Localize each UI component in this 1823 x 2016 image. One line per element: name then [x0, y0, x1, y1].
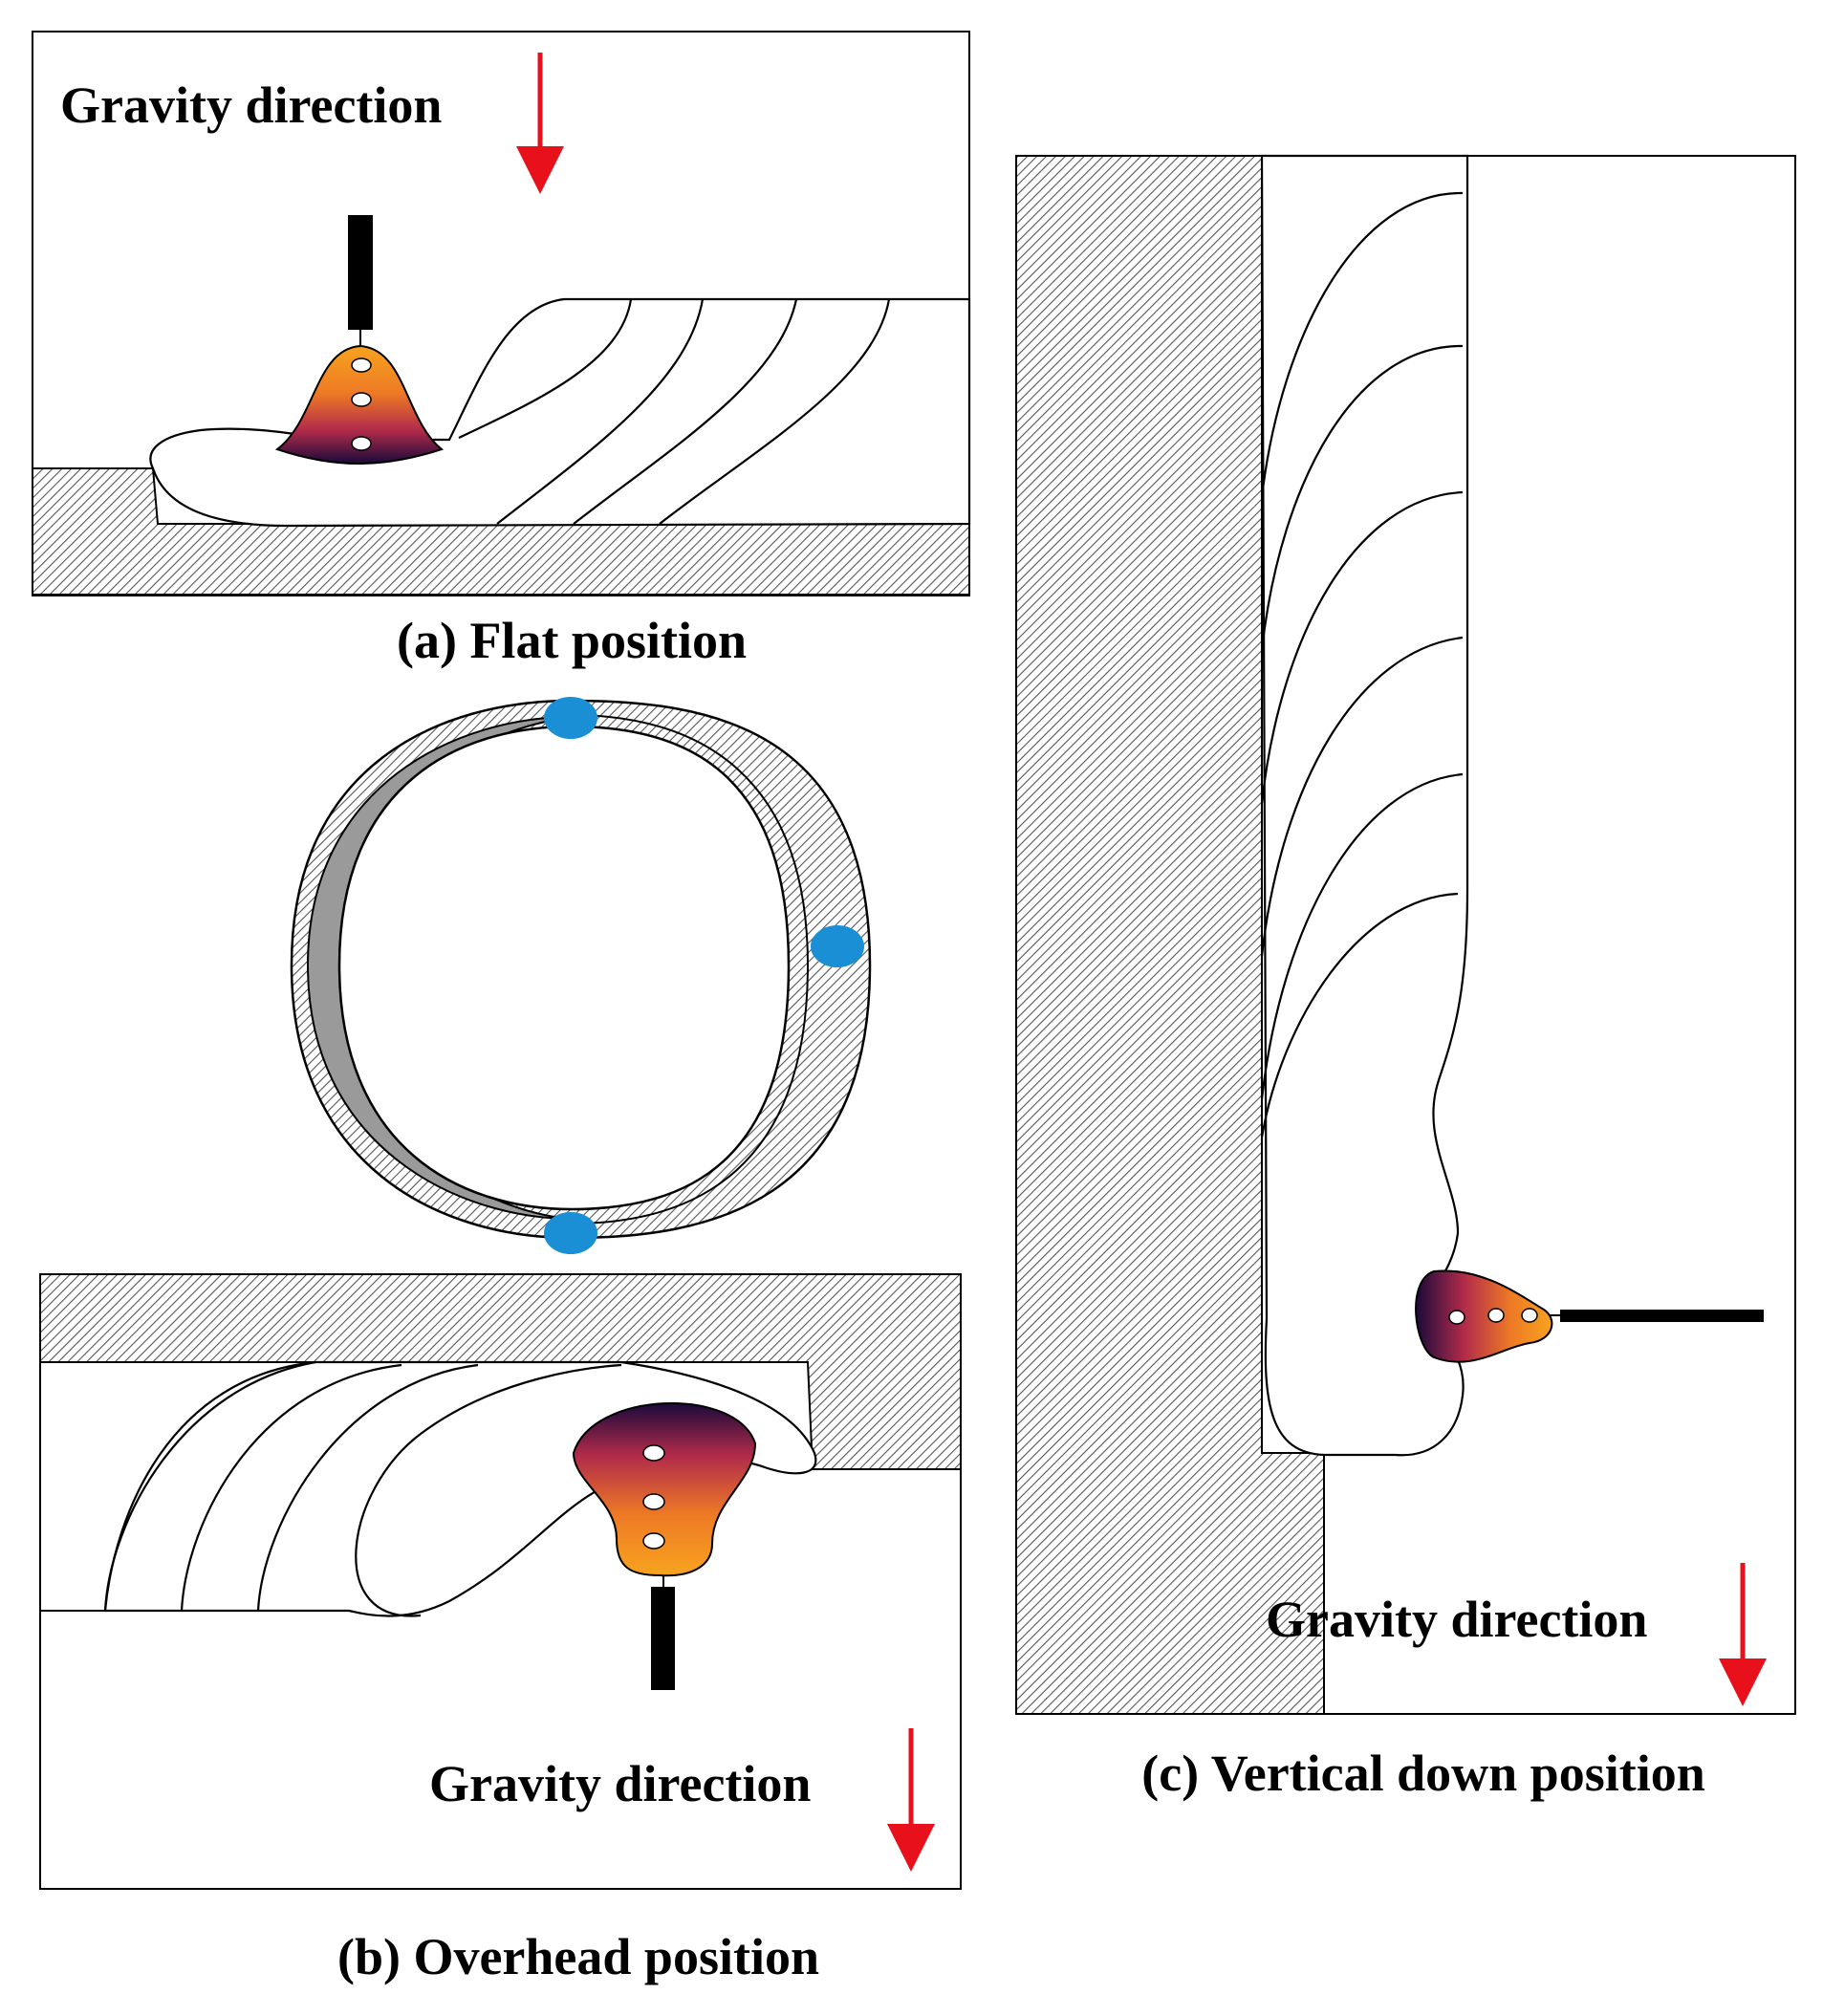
pipe-bore — [337, 725, 791, 1211]
position-marker-icon — [544, 1212, 597, 1254]
panel-flat: Gravity direction (a) Flat position — [32, 31, 971, 669]
electrode-icon — [348, 215, 373, 330]
panel-vertical: Gravity direction (c) Vertical down posi… — [1015, 154, 1796, 1802]
gravity-label: Gravity direction — [429, 1755, 811, 1812]
weld-pool-icon — [572, 1401, 757, 1577]
electrode-icon — [1560, 1310, 1764, 1322]
gravity-label: Gravity direction — [60, 76, 442, 134]
weld-bead — [1260, 154, 1469, 1457]
caption-vertical: (c) Vertical down position — [1141, 1745, 1705, 1802]
electrode-icon — [651, 1587, 675, 1690]
panel-overhead: Gravity direction (b) Overhead position — [39, 1273, 962, 1985]
caption-overhead: (b) Overhead position — [337, 1928, 819, 1985]
gravity-label: Gravity direction — [1266, 1591, 1647, 1648]
position-marker-icon — [811, 925, 864, 967]
caption-flat: (a) Flat position — [397, 612, 747, 669]
position-marker-icon — [544, 697, 597, 739]
weld-bead — [149, 297, 971, 528]
pipe-diagram — [290, 697, 872, 1254]
weld-pool-icon — [1415, 1269, 1553, 1363]
